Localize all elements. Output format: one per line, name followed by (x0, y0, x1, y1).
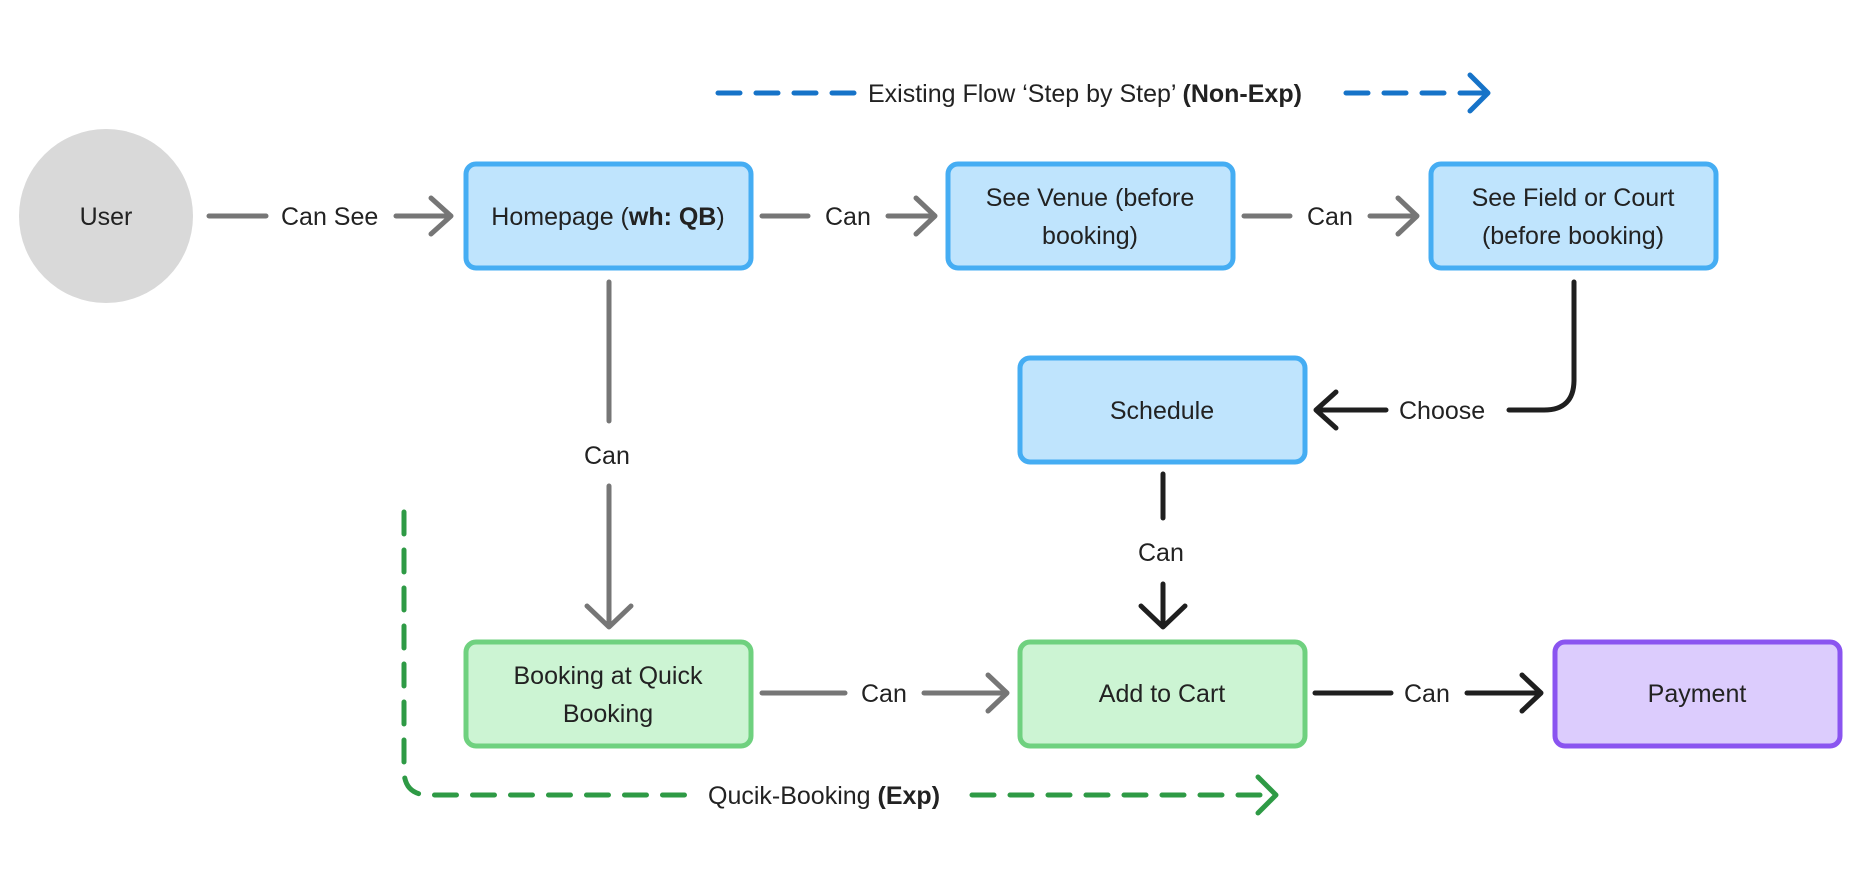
arrowhead (428, 195, 454, 237)
node-homepage: Homepage (wh: QB) (463, 161, 754, 271)
edge-label-can: Can (1138, 539, 1184, 567)
node-schedule-label: Schedule (1110, 397, 1214, 425)
legend-quick-booking: Qucik-Booking (Exp) (401, 509, 1279, 816)
node-see-venue: See Venue (before booking) (945, 161, 1236, 271)
arrowhead (1519, 672, 1544, 714)
edge-field-schedule: Choose (1313, 279, 1577, 431)
arrowhead (584, 603, 634, 630)
arrowhead (1138, 603, 1188, 630)
node-payment-label: Payment (1648, 680, 1747, 708)
node-user-label: User (80, 203, 133, 231)
node-see-field-line1: See Field or Court (1472, 184, 1675, 212)
edge-label-can: Can (861, 680, 907, 708)
node-see-field: See Field or Court (before booking) (1428, 161, 1719, 271)
legend-existing-flow: Existing Flow ‘Step by Step’ (Non-Exp) (715, 72, 1491, 114)
node-booking-quick: Booking at Quick Booking (463, 639, 754, 749)
node-schedule: Schedule (1017, 355, 1308, 465)
arrowhead (1313, 389, 1339, 431)
arrowhead (913, 195, 938, 237)
edge-label-can: Can (1404, 680, 1450, 708)
legend-existing-label: Existing Flow ‘Step by Step’ (Non-Exp) (868, 80, 1302, 108)
edge-venue-field: Can (1241, 195, 1420, 237)
node-homepage-label: Homepage (wh: QB) (491, 203, 724, 231)
edge-cart-payment: Can (1312, 672, 1544, 714)
node-add-to-cart-label: Add to Cart (1099, 680, 1226, 708)
legend-quick-arrowhead (1255, 774, 1279, 816)
node-see-field-line2: (before booking) (1482, 222, 1664, 250)
node-see-venue-line2: booking) (1042, 222, 1138, 250)
node-payment: Payment (1552, 639, 1843, 749)
node-see-venue-line1: See Venue (before (986, 184, 1195, 212)
legend-quick-label: Qucik-Booking (Exp) (708, 782, 940, 810)
edge-label-can: Can (584, 442, 630, 470)
legend-existing-arrowhead (1467, 72, 1491, 114)
edge-homepage-booking: Can (584, 279, 634, 630)
node-user: User (19, 129, 193, 303)
arrowhead (1395, 195, 1420, 237)
edge-schedule-cart: Can (1138, 471, 1188, 630)
edge-label-can: Can (825, 203, 871, 231)
node-add-to-cart: Add to Cart (1017, 639, 1308, 749)
edge-label-choose: Choose (1399, 397, 1485, 425)
legend-quick-dash-path (401, 509, 703, 798)
node-booking-quick-line1: Booking at Quick (514, 662, 703, 690)
node-booking-quick-line2: Booking (563, 700, 653, 728)
edge-booking-cart: Can (759, 672, 1010, 714)
arrowhead (985, 672, 1010, 714)
edge-label-can-see: Can See (281, 203, 378, 231)
edge-user-homepage: Can See (206, 195, 454, 237)
edge-label-can: Can (1307, 203, 1353, 231)
edge-homepage-venue: Can (759, 195, 938, 237)
